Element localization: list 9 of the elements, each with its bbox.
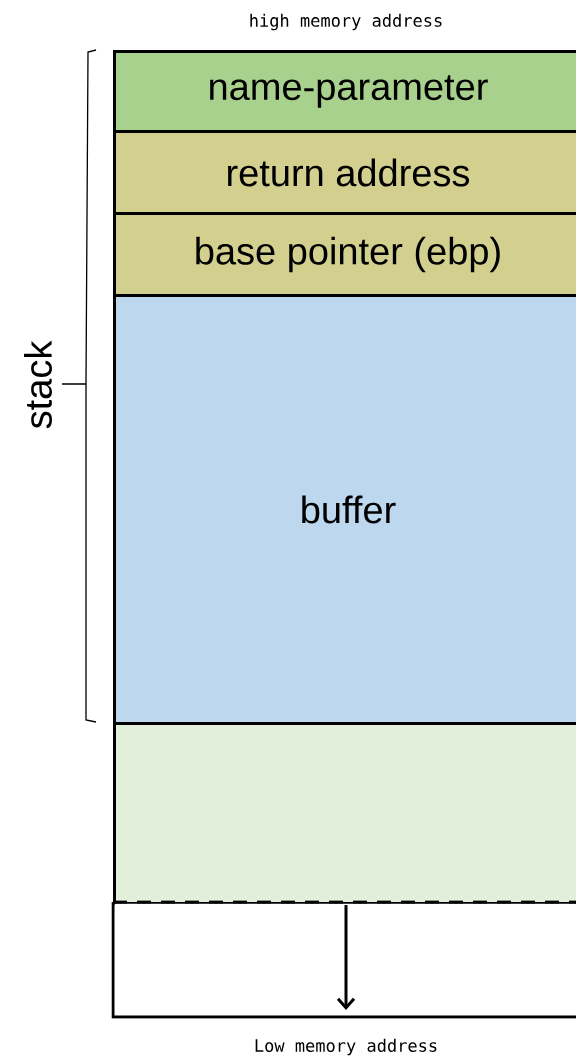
footer-text: Low memory address [255, 1038, 437, 1056]
memory-block: buffer [113, 294, 576, 725]
memory-block: base pointer (ebp) [113, 212, 576, 297]
memory-block [111, 900, 576, 1019]
heading-text: high memory address [250, 13, 442, 31]
stack-label: stack [24, 340, 52, 429]
memory-block: name-parameter [113, 50, 576, 133]
memory-block [113, 722, 576, 905]
memory-block: return address [113, 130, 576, 215]
